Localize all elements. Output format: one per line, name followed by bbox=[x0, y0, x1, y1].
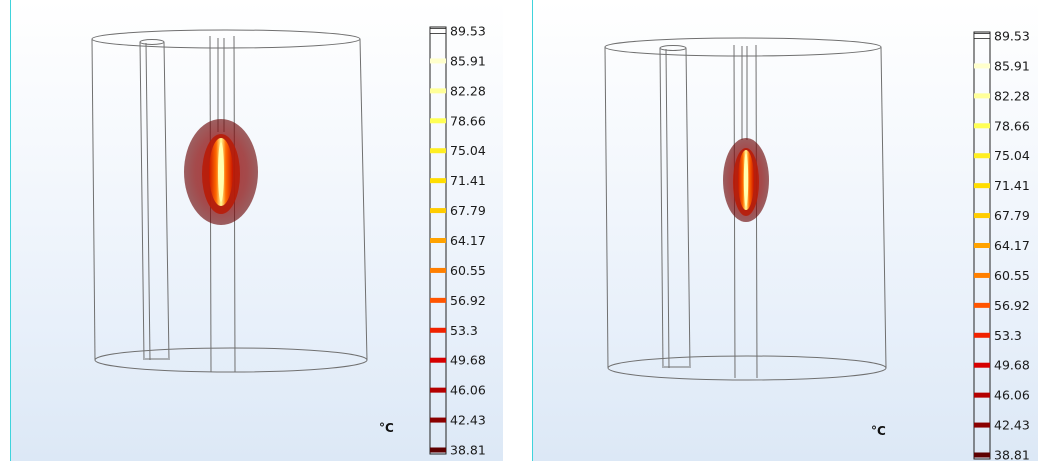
colorbar-swatch bbox=[430, 357, 446, 363]
colorbar-tick-label: 71.41 bbox=[450, 173, 486, 188]
heated-zone bbox=[184, 119, 258, 225]
colorbar-swatch bbox=[430, 447, 446, 453]
colorbar-swatch bbox=[430, 178, 446, 184]
colorbar-tick-label: 85.91 bbox=[450, 53, 486, 68]
colorbar-tick-label: 85.91 bbox=[994, 58, 1030, 73]
cylinder-wireframe bbox=[604, 37, 887, 381]
heated-zone bbox=[723, 138, 769, 222]
plot-panel-right: 89.53 85.91 82.28 78.66 75.04 71.41 67.79 64.17… bbox=[532, 0, 1038, 461]
colorbar-swatch bbox=[974, 302, 990, 308]
colorbar-swatch bbox=[974, 213, 990, 219]
plot-panel-left: 89.53 85.91 82.28 78.66 75.04 71.41 67.79 64.17… bbox=[10, 0, 503, 461]
unit-label: °C bbox=[379, 421, 394, 435]
colorbar-tick-label: 60.55 bbox=[994, 268, 1030, 283]
unit-label: °C bbox=[871, 424, 886, 438]
colorbar-tick-label: 75.04 bbox=[994, 148, 1030, 163]
colorbar-swatch bbox=[974, 452, 990, 458]
colorbar-tick-label: 46.06 bbox=[450, 383, 486, 398]
colorbar-tick-label: 82.28 bbox=[450, 83, 486, 98]
rod-left bbox=[659, 45, 691, 369]
colorbar-tick-label: 67.79 bbox=[450, 203, 486, 218]
colorbar-swatch bbox=[974, 243, 990, 248]
colorbar-swatch bbox=[974, 153, 990, 159]
colorbar-tick-label: 78.66 bbox=[450, 113, 486, 128]
colorbar-tick-label: 38.81 bbox=[994, 448, 1030, 461]
colorbar-tick-label: 78.66 bbox=[994, 118, 1030, 133]
colorbar-swatch bbox=[974, 93, 990, 99]
colorbar-swatch bbox=[429, 28, 447, 34]
colorbar-right: 89.53 85.91 82.28 78.66 75.04 71.41 67.79 64.17… bbox=[973, 29, 1030, 461]
colorbar-swatch bbox=[974, 272, 990, 278]
colorbar-swatch bbox=[430, 118, 446, 124]
colorbar-tick-label: 64.17 bbox=[450, 233, 486, 248]
colorbar-tick-label: 46.06 bbox=[994, 388, 1030, 403]
colorbar-swatch bbox=[430, 327, 446, 333]
colorbar-tick-label: 38.81 bbox=[450, 443, 486, 458]
colorbar-tick-label: 82.28 bbox=[994, 88, 1030, 103]
rod-left bbox=[139, 39, 170, 361]
colorbar-swatch bbox=[430, 148, 446, 154]
colorbar-tick-label: 56.92 bbox=[450, 293, 486, 308]
colorbar-left: 89.53 85.91 82.28 78.66 75.04 71.41 67.79 64.17… bbox=[429, 24, 486, 458]
colorbar-tick-label: 42.43 bbox=[994, 418, 1030, 433]
colorbar-swatch bbox=[430, 417, 446, 423]
colorbar-swatch bbox=[973, 33, 991, 39]
colorbar-tick-label: 89.53 bbox=[450, 24, 486, 39]
colorbar-swatch bbox=[430, 238, 446, 243]
colorbar-swatch bbox=[974, 392, 990, 398]
colorbar-swatch bbox=[430, 387, 446, 393]
model-view-left: 89.53 85.91 82.28 78.66 75.04 71.41 67.79 64.17… bbox=[91, 24, 486, 458]
colorbar-swatch bbox=[974, 422, 990, 428]
colorbar-swatch bbox=[430, 267, 446, 273]
colorbar-tick-label: 75.04 bbox=[450, 143, 486, 158]
colorbar-tick-label: 89.53 bbox=[994, 29, 1030, 44]
colorbar-tick-label: 53.3 bbox=[450, 323, 478, 338]
colorbar-swatch bbox=[974, 63, 990, 69]
colorbar-tick-label: 64.17 bbox=[994, 238, 1030, 253]
colorbar-tick-label: 60.55 bbox=[450, 263, 486, 278]
colorbar-tick-label: 49.68 bbox=[994, 358, 1030, 373]
colorbar-swatch bbox=[974, 123, 990, 129]
colorbar-tick-label: 71.41 bbox=[994, 178, 1030, 193]
colorbar-swatch bbox=[974, 183, 990, 189]
colorbar-tick-label: 42.43 bbox=[450, 413, 486, 428]
colorbar-tick-label: 53.3 bbox=[994, 328, 1022, 343]
colorbar-swatch bbox=[430, 208, 446, 214]
cylinder-wireframe bbox=[91, 29, 368, 373]
colorbar-swatch bbox=[430, 88, 446, 94]
colorbar-swatch bbox=[430, 58, 446, 64]
model-view-right: 89.53 85.91 82.28 78.66 75.04 71.41 67.79 64.17… bbox=[604, 29, 1030, 461]
colorbar-swatch bbox=[974, 362, 990, 368]
colorbar-tick-label: 67.79 bbox=[994, 208, 1030, 223]
colorbar-swatch bbox=[974, 332, 990, 338]
colorbar-swatch bbox=[430, 297, 446, 303]
colorbar-tick-label: 56.92 bbox=[994, 298, 1030, 313]
colorbar-tick-label: 49.68 bbox=[450, 353, 486, 368]
